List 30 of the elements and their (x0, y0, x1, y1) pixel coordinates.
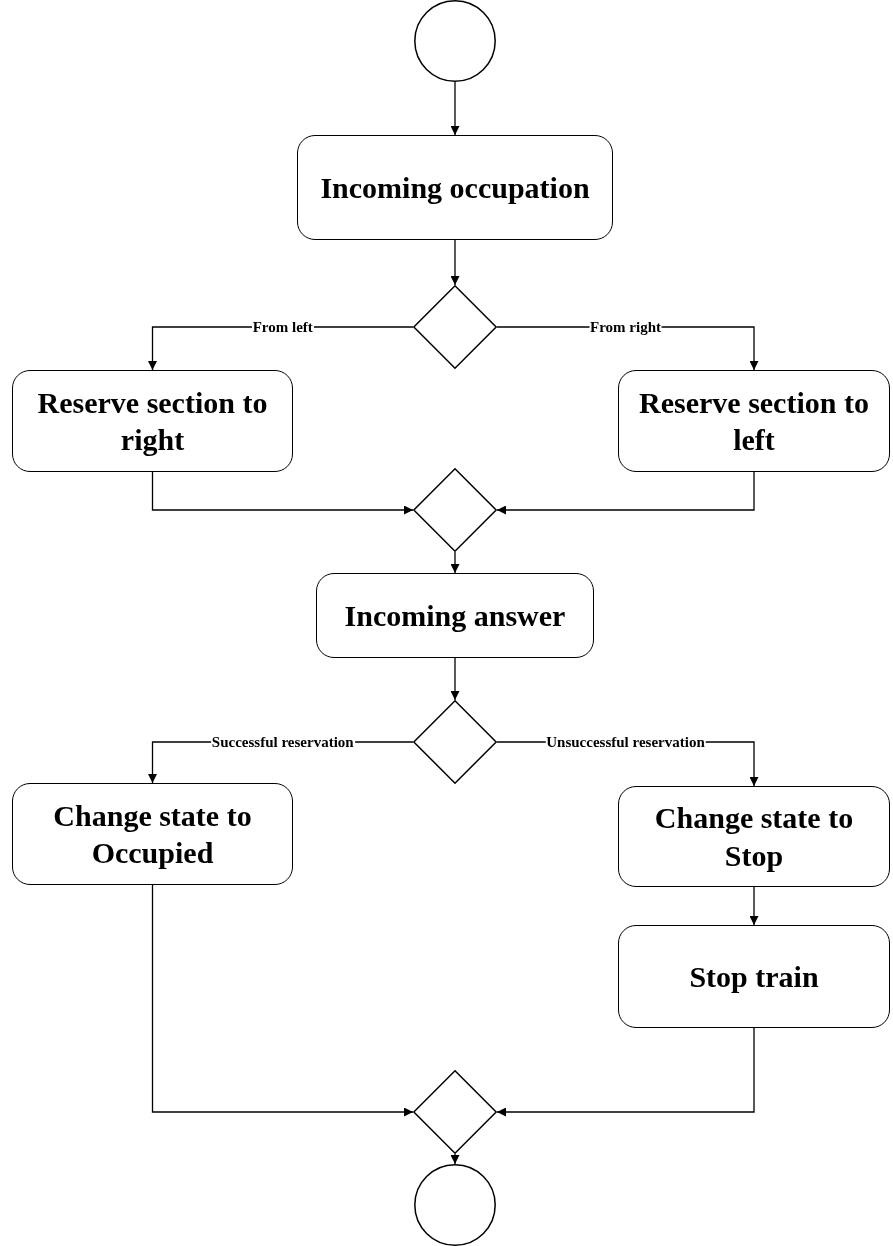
arrow (450, 657, 460, 701)
action-box (297, 135, 613, 240)
arrow (450, 239, 460, 286)
action-label: Stop train (688, 958, 820, 995)
arrow (151, 884, 414, 1117)
decision-diamond (413, 700, 497, 784)
action-box (618, 786, 890, 887)
action-label: Incoming occupation (319, 169, 591, 206)
terminal-circle (414, 0, 496, 82)
action-box (618, 925, 890, 1028)
action-label: Incoming answer (343, 597, 567, 634)
action-box (618, 370, 890, 472)
arrow (496, 1027, 755, 1117)
action-label: Change state to Occupied (52, 797, 253, 871)
arrow (450, 551, 460, 574)
arrow (749, 886, 759, 926)
arrow (151, 471, 414, 515)
arrow (496, 471, 755, 515)
terminal-circle (414, 1164, 496, 1246)
arrow (450, 81, 460, 136)
action-label: Reserve section to left (638, 384, 870, 458)
decision-diamond (413, 468, 497, 552)
action-label: Change state to Stop (653, 800, 855, 874)
action-box (12, 370, 293, 472)
decision-diamond (413, 1070, 497, 1154)
action-box (12, 783, 293, 885)
action-box (316, 573, 594, 658)
decision-diamond (413, 285, 497, 369)
arrow (450, 1153, 460, 1165)
action-label: Reserve section to right (36, 384, 269, 458)
